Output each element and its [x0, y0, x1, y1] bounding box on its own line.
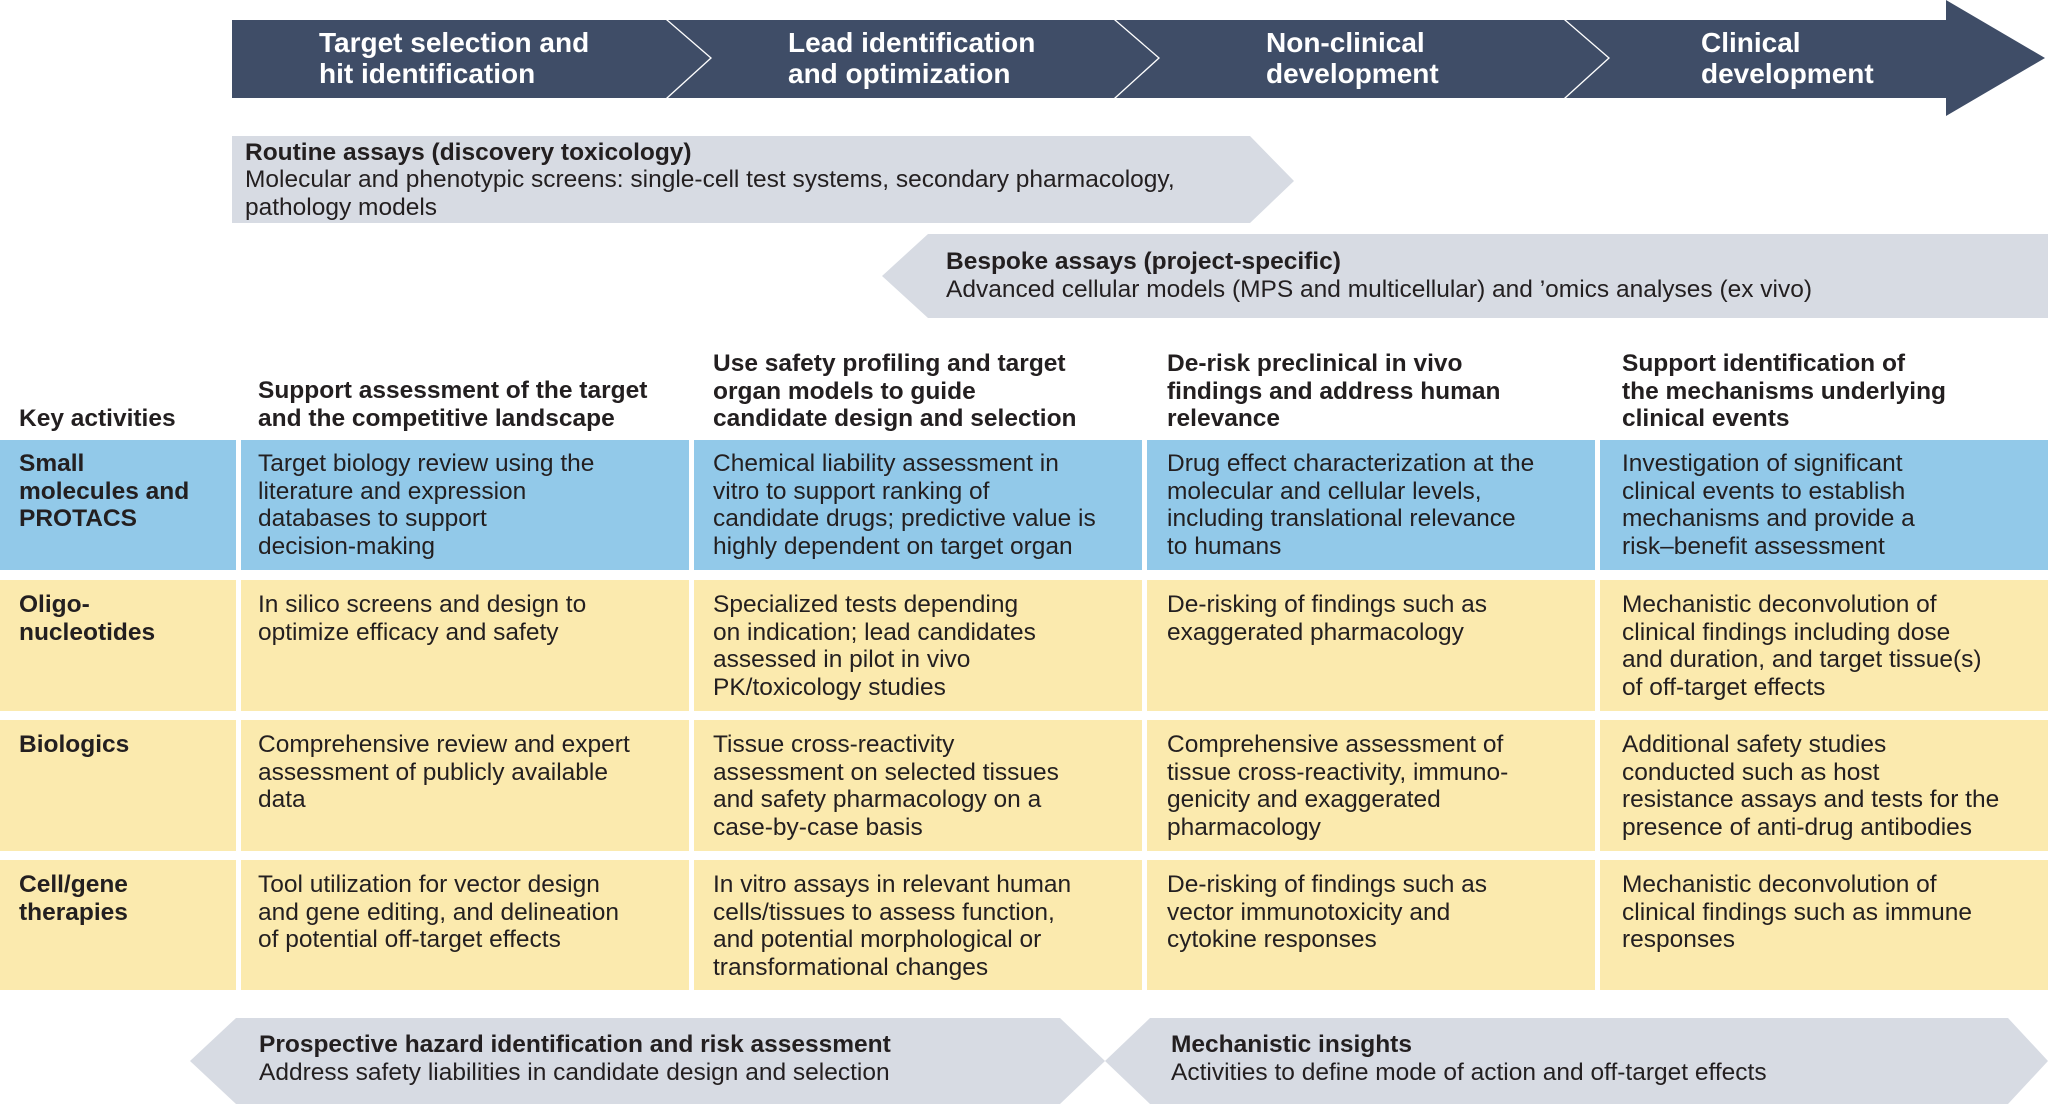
table-cell: Comprehensive review and expert assessme…	[258, 731, 630, 813]
bespoke-assays-band	[882, 234, 2048, 318]
table-cell: De-risking of findings such as exaggerat…	[1167, 591, 1488, 646]
table-cell: In vitro assays in relevant human cells/…	[713, 871, 1072, 981]
mechanistic-insights-body: Activities to define mode of action and …	[1171, 1059, 1767, 1086]
table-cell: Drug effect characterization at the mole…	[1167, 450, 1535, 560]
table-cell: Chemical liability assessment in vitro t…	[713, 450, 1096, 560]
stage-label-4: Clinical development	[1701, 27, 1874, 89]
bespoke-assays-body: Advanced cellular models (MPS and multic…	[946, 276, 1813, 303]
column-header-4: Support identification of the mechanisms…	[1622, 350, 1947, 432]
key-activities-label: Key activities	[19, 405, 176, 432]
stage-arrow-1	[232, 20, 710, 98]
routine-assays-band	[232, 136, 1294, 223]
hazard-identification-body: Address safety liabilities in candidate …	[259, 1059, 890, 1086]
stage-arrow-3	[1116, 20, 1608, 98]
table-cell: Specialized tests depending on indicatio…	[713, 591, 1036, 701]
row-label-small-molecules: Small molecules and PROTACS	[19, 450, 190, 532]
table-cells	[0, 440, 2048, 990]
table-cell: Tissue cross-reactivity assessment on se…	[713, 731, 1059, 841]
stage-label-3: Non-clinical development	[1266, 27, 1439, 89]
hazard-identification-band	[190, 1018, 1105, 1104]
table-cell: Target biology review using the literatu…	[258, 450, 595, 560]
column-header-3: De-risk preclinical in vivo findings and…	[1167, 350, 1501, 432]
bespoke-assays-title: Bespoke assays (project-specific)	[946, 248, 1341, 275]
stage-arrow-2	[668, 20, 1158, 98]
mechanistic-insights-band	[1105, 1018, 2048, 1104]
routine-assays-title: Routine assays (discovery toxicology)	[245, 139, 692, 166]
table-cell: Mechanistic deconvolution of clinical fi…	[1622, 591, 1982, 701]
stage-label-2: Lead identification and optimization	[788, 27, 1036, 89]
stage-label-1: Target selection and hit identification	[319, 27, 590, 89]
row-label-oligonucleotides: Oligo- nucleotides	[19, 591, 156, 646]
table-cell: Additional safety studies conducted such…	[1622, 731, 2000, 841]
column-header-2: Use safety profiling and target organ mo…	[713, 350, 1077, 432]
table-cell: In silico screens and design to optimize…	[258, 591, 587, 646]
table-cell: Comprehensive assessment of tissue cross…	[1167, 731, 1509, 841]
table-cell: Investigation of significant clinical ev…	[1622, 450, 1915, 560]
table-cell: De-risking of findings such as vector im…	[1167, 871, 1488, 953]
column-header-1: Support assessment of the target and the…	[258, 377, 648, 432]
routine-assays-body: Molecular and phenotypic screens: single…	[245, 166, 1175, 221]
row-label-cell-gene-therapies: Cell/gene therapies	[19, 871, 128, 926]
table-cell: Tool utilization for vector design and g…	[258, 871, 620, 953]
mechanistic-insights-title: Mechanistic insights	[1171, 1031, 1412, 1058]
table-cell: Mechanistic deconvolution of clinical fi…	[1622, 871, 1972, 953]
hazard-identification-title: Prospective hazard identification and ri…	[259, 1031, 891, 1058]
stage-arrow-4	[1566, 0, 2045, 116]
row-label-biologics: Biologics	[19, 731, 130, 758]
